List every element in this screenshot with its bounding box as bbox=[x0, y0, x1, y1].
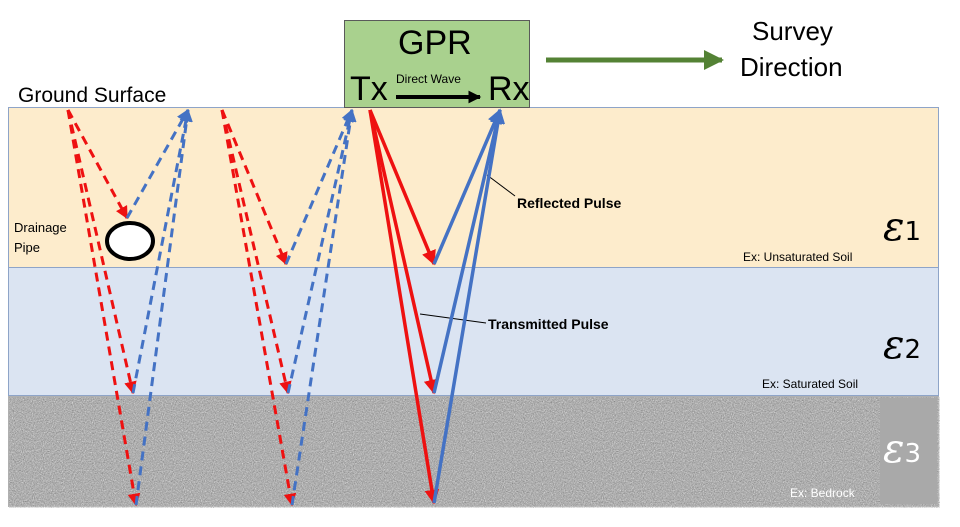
epsilon-1-sub: 1 bbox=[904, 217, 922, 247]
incident-ray bbox=[368, 109, 440, 505]
epsilon-2: ε2 bbox=[883, 322, 921, 368]
gpr-device bbox=[344, 20, 530, 108]
layer-bedrock bbox=[8, 396, 940, 508]
epsilon-2-symbol: ε bbox=[883, 322, 905, 368]
drainage-label-2: Pipe bbox=[14, 240, 41, 255]
tx-label: Tx bbox=[350, 70, 388, 108]
reflected-leader-line bbox=[486, 174, 516, 197]
layer1-example: Ex: Unsaturated Soil bbox=[743, 250, 853, 264]
direct-wave-label: Direct Wave bbox=[396, 72, 461, 86]
layer3-example: Ex: Bedrock bbox=[790, 486, 855, 500]
incident-ray bbox=[66, 109, 141, 507]
ray-group-middle bbox=[220, 108, 357, 507]
incident-ray bbox=[220, 109, 297, 507]
incident-ray bbox=[66, 109, 137, 395]
gpr-title: GPR bbox=[398, 24, 472, 62]
incident-ray bbox=[220, 109, 288, 266]
incident-ray bbox=[368, 109, 439, 395]
incident-ray bbox=[220, 109, 292, 395]
reflected-ray bbox=[290, 108, 357, 506]
epsilon-3-box bbox=[880, 398, 937, 504]
epsilon-2-sub: 2 bbox=[904, 335, 922, 365]
reflected-ray bbox=[432, 108, 502, 265]
reflected-ray bbox=[284, 108, 354, 265]
epsilon-1-symbol: ε bbox=[883, 204, 905, 250]
ground-surface-label: Ground Surface bbox=[18, 84, 167, 107]
reflected-pulse-label: Reflected Pulse bbox=[517, 195, 622, 211]
layer2-example: Ex: Saturated Soil bbox=[762, 377, 859, 391]
epsilon-3-sub: 3 bbox=[904, 439, 922, 469]
epsilon-3-symbol: ε bbox=[883, 426, 905, 472]
direction-label: Direction bbox=[740, 52, 843, 82]
ray-group-pipe bbox=[66, 108, 193, 507]
epsilon-3: ε3 bbox=[883, 426, 921, 472]
reflected-ray bbox=[432, 108, 505, 394]
reflected-ray bbox=[134, 108, 193, 506]
epsilon-1: ε1 bbox=[883, 204, 921, 250]
drainage-pipe bbox=[105, 221, 155, 261]
incident-ray bbox=[368, 109, 436, 266]
incident-ray bbox=[66, 109, 129, 220]
transmitted-pulse-label: Transmitted Pulse bbox=[488, 316, 609, 332]
survey-label: Survey bbox=[752, 16, 833, 46]
rx-label: Rx bbox=[488, 70, 530, 108]
reflected-ray bbox=[131, 108, 193, 394]
reflected-ray bbox=[125, 108, 190, 219]
reflected-ray bbox=[286, 108, 356, 394]
bedrock-texture bbox=[9, 397, 940, 508]
drainage-label-1: Drainage bbox=[14, 220, 67, 235]
ray-group-gpr bbox=[368, 108, 506, 505]
reflected-ray bbox=[432, 108, 506, 504]
